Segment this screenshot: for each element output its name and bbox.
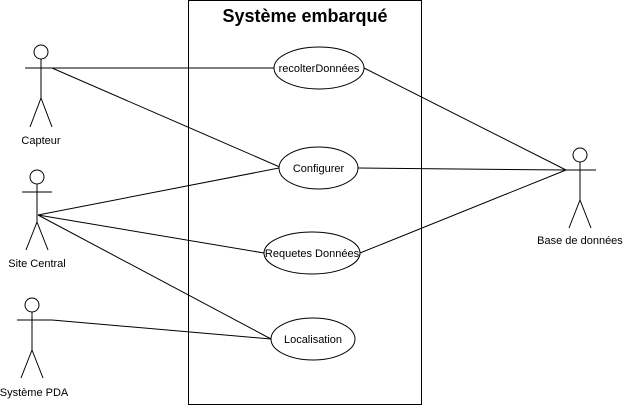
association-base-de-donnees-requetes-donnees	[359, 169, 567, 254]
association-systeme-pda-localisation	[32, 319, 272, 340]
use-case-label: Localisation	[284, 334, 342, 346]
use-case-label: Configurer	[293, 163, 345, 175]
stick-figure-icon	[25, 44, 57, 128]
stick-figure-icon	[565, 147, 596, 229]
use-case-label: Requetes Données	[265, 248, 360, 260]
use-case-localisation: Localisation	[270, 317, 356, 361]
association-site-central-requetes-donnees	[37, 214, 265, 254]
system-boundary	[188, 0, 422, 405]
use-case-requetes-donnees: Requetes Données	[263, 231, 361, 275]
actor-label: Site Central	[8, 258, 65, 270]
stick-figure-icon	[17, 297, 47, 379]
use-case-ellipse	[278, 146, 359, 190]
actor-label: Système PDA	[0, 387, 69, 399]
use-case-ellipse	[273, 46, 365, 90]
use-case-ellipse	[263, 231, 361, 275]
association-site-central-localisation	[37, 214, 272, 340]
actor-systeme-pda: Système PDA	[0, 297, 69, 399]
actor-label: Base de données	[537, 235, 623, 247]
association-base-de-donnees-recolter-donnees	[363, 67, 567, 171]
use-case-configurer: Configurer	[278, 146, 359, 190]
association-capteur-configurer	[51, 67, 283, 169]
actor-label: Capteur	[21, 135, 60, 147]
associations	[32, 67, 567, 340]
association-site-central-configurer	[37, 167, 280, 216]
system-title: Système embarqué	[222, 6, 387, 26]
actor-capteur: Capteur	[21, 44, 61, 147]
actor-site-central: Site Central	[8, 169, 66, 270]
stick-figure-icon	[22, 169, 52, 251]
use-case-recolter-donnees: recolterDonnées	[273, 46, 365, 90]
actor-base-de-donnees: Base de données	[537, 147, 623, 247]
association-base-de-donnees-configurer	[357, 167, 567, 171]
use-case-label: recolterDonnées	[279, 63, 360, 75]
use-case-ellipse	[270, 317, 356, 361]
